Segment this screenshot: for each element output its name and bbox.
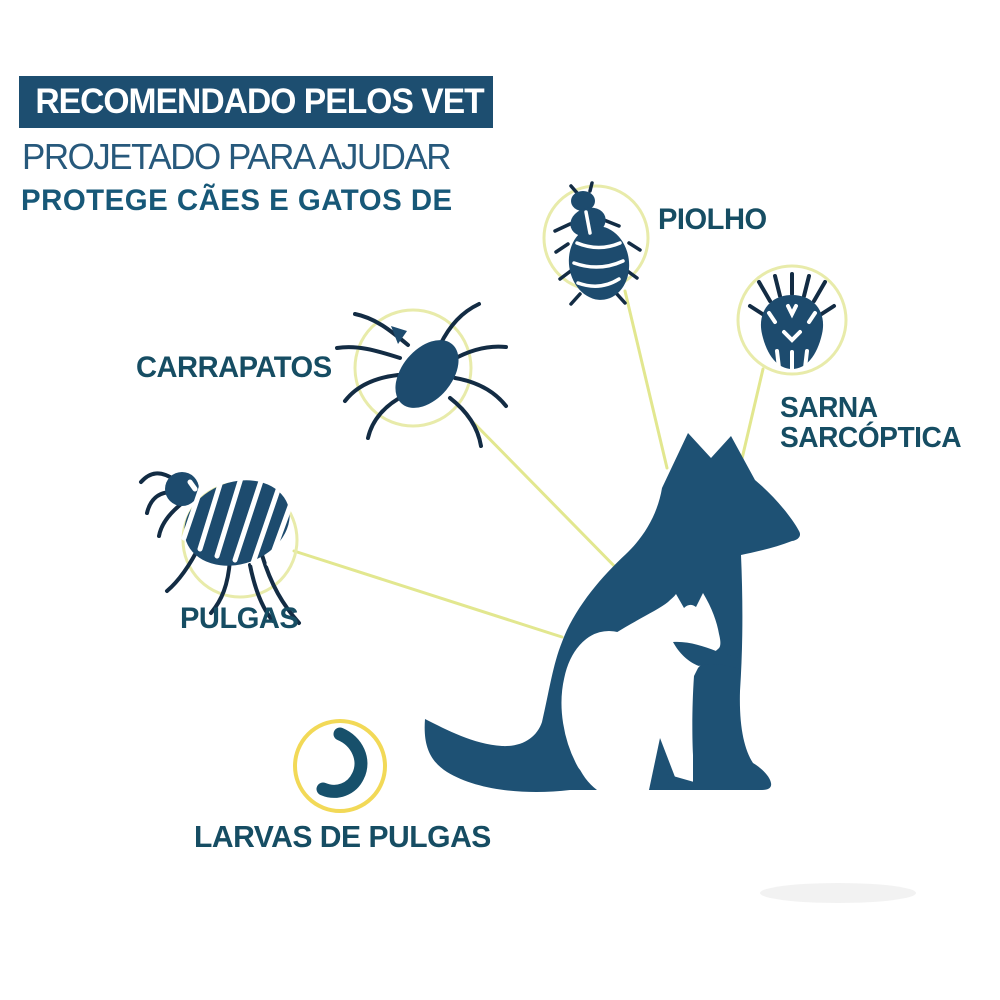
connector-pulgas xyxy=(292,549,564,639)
circle-carrapatos xyxy=(353,308,473,428)
subtitle-text: PROJETADO PARA AJUDAR xyxy=(22,136,451,177)
cat-chin-notch xyxy=(673,641,739,669)
label-sarna-line2: SARCÓPTICA xyxy=(780,422,962,454)
cat-leg-separation-foot xyxy=(666,774,694,790)
circle-larvas xyxy=(293,719,387,813)
flea-larva-icon xyxy=(316,727,368,798)
label-sarna-line1: SARNA xyxy=(780,392,878,424)
connector-sarna xyxy=(739,367,765,465)
tagline-text: PROTEGE CÃES E GATOS DE xyxy=(21,184,453,217)
banner: RECOMENDADO PELOS VET xyxy=(19,76,493,128)
dog-and-cat-silhouette xyxy=(424,433,801,792)
tick-icon xyxy=(335,302,508,448)
banner-text: RECOMENDADO PELOS VET xyxy=(35,82,484,121)
dog-silhouette xyxy=(424,433,801,792)
label-piolho: PIOLHO xyxy=(658,203,767,236)
label-larvas: LARVAS DE PULGAS xyxy=(194,819,491,854)
ground-shadow xyxy=(760,883,916,903)
circle-sarna xyxy=(736,264,848,376)
connector-piolho xyxy=(623,289,669,470)
flea-icon xyxy=(139,471,301,625)
label-pulgas: PULGAS xyxy=(180,602,299,635)
label-carrapatos: CARRAPATOS xyxy=(136,351,332,384)
connector-carrapatos xyxy=(465,414,628,580)
louse-icon xyxy=(553,181,642,306)
connector-lines xyxy=(292,289,765,639)
cat-tail-curl xyxy=(561,630,639,772)
mite-icon xyxy=(748,272,836,371)
